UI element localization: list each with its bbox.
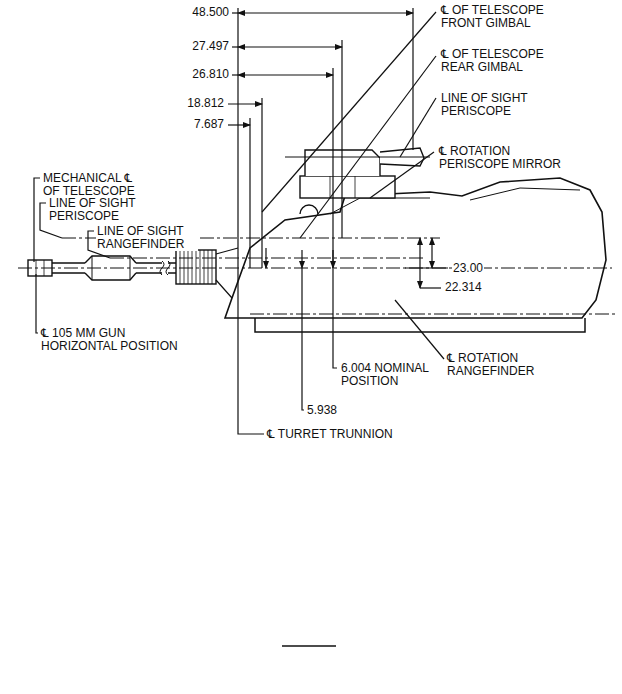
callout-label: ℄ ROTATION PERISCOPE MIRROR xyxy=(438,145,572,171)
callout-label: ℄ OF TELESCOPE REAR GIMBAL xyxy=(440,48,562,74)
callout-label: LINE OF SIGHT RANGEFINDER xyxy=(96,225,198,251)
callout-label: ℄ ROTATION RANGEFINDER xyxy=(446,352,543,378)
dimension-value: 7.687 xyxy=(193,118,225,131)
callout-label: ℄ 105 MM GUN HORIZONTAL POSITION xyxy=(40,327,182,353)
callout-label: MECHANICAL ℄ OF TELESCOPE xyxy=(42,172,144,198)
dimension-value: 48.500 xyxy=(191,6,230,19)
dimension-value: 26.810 xyxy=(191,68,230,81)
dimension-value: 23.00 xyxy=(452,262,484,275)
dimension-value: 5.938 xyxy=(306,404,338,417)
callout-label: LINE OF SIGHT PERISCOPE xyxy=(48,197,150,223)
callout-label: LINE OF SIGHT PERISCOPE xyxy=(440,92,542,118)
dimension-value: 18.812 xyxy=(186,97,225,110)
dimension-value: 27.497 xyxy=(191,40,230,53)
callout-label: ℄ TURRET TRUNNION xyxy=(266,428,428,441)
dimension-value: 22.314 xyxy=(444,281,483,294)
callout-label: ℄ OF TELESCOPE FRONT GIMBAL xyxy=(440,4,562,30)
dimension-value: 6.004 NOMINAL POSITION xyxy=(340,362,447,388)
